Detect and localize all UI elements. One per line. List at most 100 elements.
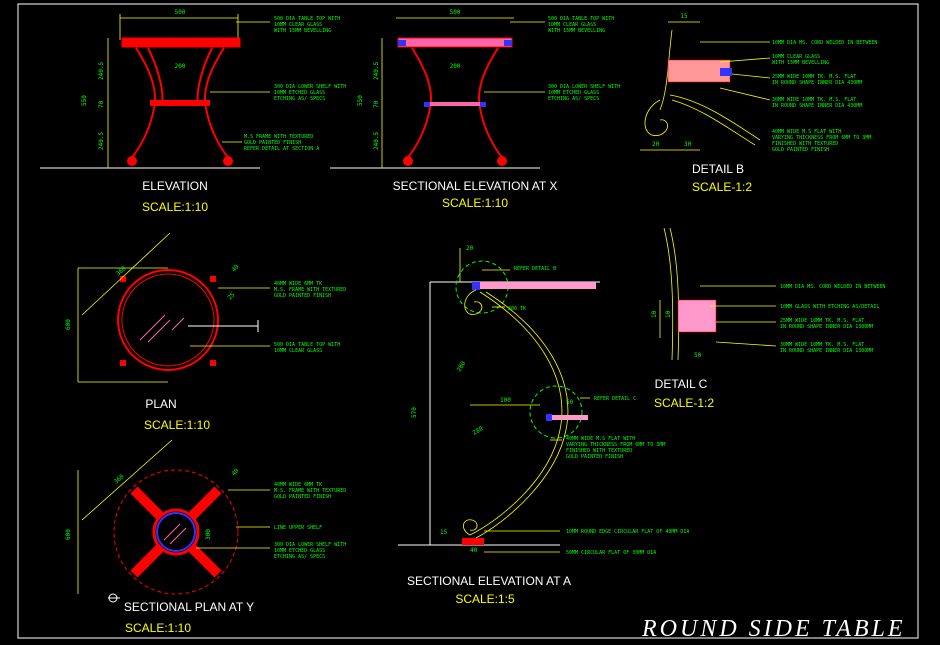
svg-text:10MM CLEAR GLASS: 10MM CLEAR GLASS — [548, 22, 596, 28]
plan-top-note: 500 DIA TABLE TOP WITH 10MM CLEAR GLASS — [274, 342, 340, 354]
elevation-upper-dim: 240.5 — [98, 62, 105, 80]
svg-text:WITH 15MM BEVELLING: WITH 15MM BEVELLING — [548, 28, 605, 34]
elevation-lower-dim: 240.5 — [98, 132, 105, 150]
sa-flat-note: 40MM WIDE M.S FLAT WITH VARYING THICKNES… — [566, 436, 665, 460]
svg-text:IN ROUND SHAPE INNER DIA 430MM: IN ROUND SHAPE INNER DIA 430MM — [772, 103, 862, 109]
db-note-2: 10MM CLEAR GLASS WITH 15MM BEVELLING — [772, 54, 829, 66]
plan-frame-dim: 25 — [226, 291, 236, 301]
svg-text:GOLD PAINTED FINISH: GOLD PAINTED FINISH — [274, 293, 331, 299]
sa-ref-b: REFER DETAIL B — [514, 266, 556, 272]
spy-shelf-dim: 300 — [205, 529, 212, 540]
dc-dim-50: 50 — [694, 352, 702, 359]
dc-dim-10b: 10 — [665, 310, 672, 318]
svg-text:IN ROUND SHAPE INNER DIA 1300M: IN ROUND SHAPE INNER DIA 1300MM — [780, 324, 873, 330]
svg-text:10MM CLEAR GLASS: 10MM CLEAR GLASS — [274, 348, 322, 354]
sectional-elevation-x-view: 500 200 550 240.5 70 240.5 500 DIA TABLE… — [330, 9, 620, 210]
sa-height-dim: 570 — [411, 407, 418, 418]
plan-view: 600 360 40 25 40MM WIDE 6MM TK M.S. FRAM… — [65, 232, 346, 432]
svg-text:FINISHED WITH TEXTURED: FINISHED WITH TEXTURED — [566, 448, 632, 454]
db-dim-20: 20 — [652, 141, 660, 148]
spy-shelf-note: 300 DIA LOWER SHELF WITH 10MM ETCHED GLA… — [274, 542, 346, 560]
svg-text:ETCHING AS/ SPECS: ETCHING AS/ SPECS — [274, 96, 325, 102]
elevation-title: ELEVATION — [142, 179, 208, 193]
svg-text:10MM ETCHED GLASS: 10MM ETCHED GLASS — [548, 90, 599, 96]
svg-text:10MM ETCHED GLASS: 10MM ETCHED GLASS — [274, 90, 325, 96]
elevation-mid-dim: 70 — [98, 100, 105, 108]
svg-text:GOLD PAINTED FINISH: GOLD PAINTED FINISH — [244, 140, 301, 146]
detail-b-view: 15 20 30 10MM DIA MS. CORD WELDED IN BET… — [640, 13, 877, 194]
svg-text:GOLD PAINTED FINISH: GOLD PAINTED FINISH — [772, 147, 829, 153]
svg-text:GOLD PAINTED FINISH: GOLD PAINTED FINISH — [274, 494, 331, 500]
svg-text:300 DIA LOWER SHELF WITH: 300 DIA LOWER SHELF WITH — [548, 84, 620, 90]
sa-base-dim-2: 40 — [470, 547, 478, 554]
detail-c-callout — [529, 385, 583, 439]
plan-diag-dim: 360 — [115, 265, 128, 278]
svg-text:30MM WIDE 10MM TK. M.S. FLAT: 30MM WIDE 10MM TK. M.S. FLAT — [772, 97, 856, 103]
svg-text:10MM ETCHED GLASS: 10MM ETCHED GLASS — [274, 548, 325, 554]
sectional-elevation-a-view: 20 280 280 570 100 15 40 REFER DETAIL B … — [398, 245, 689, 606]
plan-title: PLAN — [145, 397, 176, 411]
svg-text:40MM WIDE 6MM TK: 40MM WIDE 6MM TK — [274, 482, 322, 488]
spy-lower-shelf — [152, 508, 200, 556]
sa-ref-c: REFER DETAIL C — [594, 396, 636, 402]
svg-text:WITH 15MM BEVELLING: WITH 15MM BEVELLING — [274, 28, 331, 34]
svg-text:ETCHING AS/ SPECS: ETCHING AS/ SPECS — [548, 96, 599, 102]
detail-c-view: 10 10 50 10MM DIA MS. CORD WELDED IN BET… — [651, 227, 885, 410]
spy-title: SECTIONAL PLAN AT Y — [124, 600, 254, 614]
secx-title: SECTIONAL ELEVATION AT X — [393, 179, 558, 193]
sectional-plan-y-view: 600 360 40 300 40MM WIDE 6MM TK M.S. FRA… — [65, 439, 346, 635]
svg-text:300 DIA LOWER SHELF WITH: 300 DIA LOWER SHELF WITH — [274, 542, 346, 548]
db-top-dim: 15 — [680, 13, 688, 20]
svg-text:40MM WIDE M.S FLAT WITH: 40MM WIDE M.S FLAT WITH — [566, 436, 635, 442]
svg-text:500 DIA TABLE TOP WITH: 500 DIA TABLE TOP WITH — [274, 342, 340, 348]
elevation-shelf-note: 300 DIA LOWER SHELF WITH 10MM ETCHED GLA… — [274, 84, 346, 102]
dc-glass-section — [677, 299, 717, 333]
spy-outline — [113, 469, 239, 595]
dc-scale: SCALE-1:2 — [654, 396, 714, 410]
elevation-width-dim: 500 — [175, 9, 186, 16]
svg-text:10MM CLEAR GLASS: 10MM CLEAR GLASS — [772, 54, 820, 60]
dc-title: DETAIL C — [655, 377, 708, 391]
dc-note-3: 25MM WIDE 10MM TK. M.S. FLAT IN ROUND SH… — [780, 318, 873, 330]
plan-depth-dim: 600 — [65, 319, 72, 330]
db-scale: SCALE-1:2 — [692, 180, 752, 194]
svg-text:VARYING THICKNESS FROM 6MM TO: VARYING THICKNESS FROM 6MM TO 3MM — [772, 135, 871, 141]
svg-text:GOLD PAINTED FINISH: GOLD PAINTED FINISH — [566, 454, 623, 460]
db-title: DETAIL B — [692, 162, 744, 176]
spy-depth-dim: 600 — [65, 529, 72, 540]
spy-scale: SCALE:1:10 — [125, 621, 191, 635]
db-dim-30: 30 — [684, 141, 692, 148]
elevation-view: 500 200 550 240.5 70 240.5 500 DIA TABLE… — [40, 9, 346, 214]
svg-text:M.S. FRAME WITH TEXTURED: M.S. FRAME WITH TEXTURED — [274, 488, 346, 494]
secx-top-note: 500 DIA TABLE TOP WITH 10MM CLEAR GLASS … — [548, 16, 614, 34]
elevation-shelf-dim: 200 — [175, 63, 186, 70]
svg-text:25MM WIDE 10MM TK. M.S. FLAT: 25MM WIDE 10MM TK. M.S. FLAT — [780, 318, 864, 324]
sa-bottom-note-1: 10MM ROUND EDGE CIRCULAR FLAT OF 40MM DI… — [566, 529, 689, 535]
secx-width-dim: 500 — [450, 9, 461, 16]
drawing-title: ROUND SIDE TABLE — [641, 616, 906, 642]
svg-text:REFER DETAIL AT SECTION A: REFER DETAIL AT SECTION A — [244, 146, 319, 152]
sa-table-top — [476, 282, 596, 289]
sa-detail-dim: 50 — [566, 399, 574, 406]
sa-curve-dim-2: 280 — [472, 425, 485, 437]
db-note-3: 25MM WIDE 10MM TK. M.S. FLAT IN ROUND SH… — [772, 74, 862, 86]
svg-text:M.S FRAME WITH TEXTURED: M.S FRAME WITH TEXTURED — [244, 134, 313, 140]
svg-text:IN ROUND SHAPE INNER DIA 1300M: IN ROUND SHAPE INNER DIA 1300MM — [780, 348, 873, 354]
sa-curve-dim: 280 — [456, 360, 468, 373]
db-note-1: 10MM DIA MS. CORD WELDED IN BETWEEN — [772, 40, 877, 46]
svg-text:VARYING THICKNESS FROM 6MM TO: VARYING THICKNESS FROM 6MM TO 3MM — [566, 442, 665, 448]
dc-note-1: 10MM DIA MS. CORD WELDED IN BETWEEN — [780, 284, 885, 290]
svg-text:40MM WIDE 6MM TK: 40MM WIDE 6MM TK — [274, 281, 322, 287]
svg-text:25MM WIDE 10MM TK. M.S. FLAT: 25MM WIDE 10MM TK. M.S. FLAT — [772, 74, 856, 80]
secx-shelf-note: 300 DIA LOWER SHELF WITH 10MM ETCHED GLA… — [548, 84, 620, 102]
dc-dim-10: 10 — [651, 310, 658, 318]
spy-leg-dim: 40 — [230, 467, 240, 477]
svg-text:40MM WIDE M.S FLAT WITH: 40MM WIDE M.S FLAT WITH — [772, 129, 841, 135]
elevation-height-dim: 550 — [81, 95, 88, 106]
sa-scale: SCALE:1:5 — [455, 592, 515, 606]
elevation-scale: SCALE:1:10 — [142, 200, 208, 214]
plan-frame-note: 40MM WIDE 6MM TK M.S. FRAME WITH TEXTURE… — [274, 281, 346, 299]
spy-diag-dim: 360 — [113, 473, 126, 486]
db-note-4: 30MM WIDE 10MM TK. M.S. FLAT IN ROUND SH… — [772, 97, 862, 109]
svg-text:M.S. FRAME WITH TEXTURED: M.S. FRAME WITH TEXTURED — [274, 287, 346, 293]
